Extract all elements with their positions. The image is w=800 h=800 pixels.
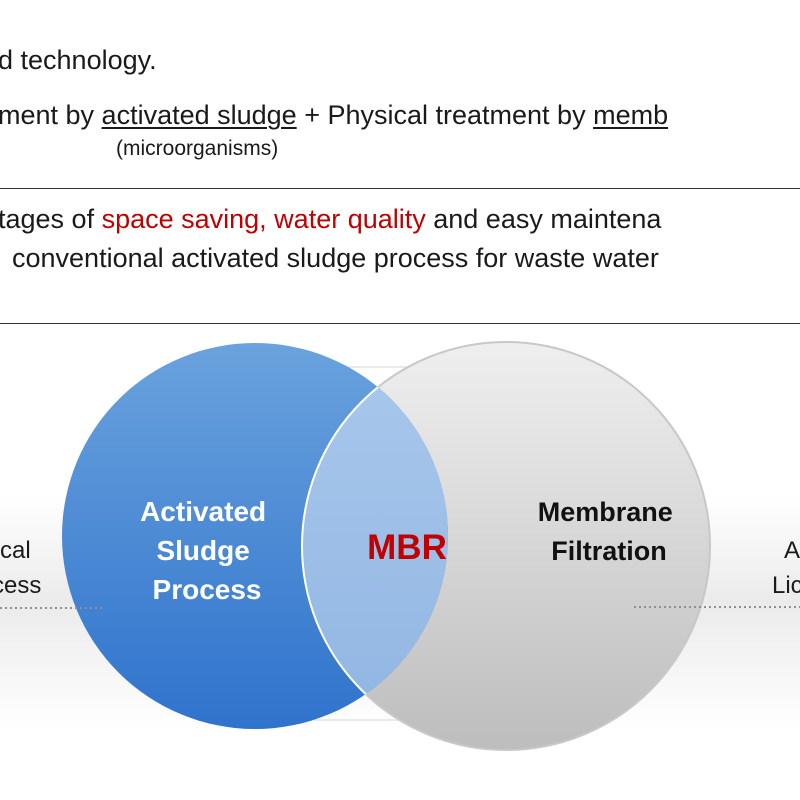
advantages-line-2: conventional activated sludge process fo… xyxy=(12,242,659,274)
left-label-line-2: Sludge xyxy=(156,535,249,566)
advantages-highlight: space saving, water quality xyxy=(101,204,426,234)
left-label-line-3: Process xyxy=(153,574,262,605)
top-divider xyxy=(0,188,800,189)
mbr-venn-diagram: Activated Sludge Process MBR Membrane Fi… xyxy=(0,341,800,751)
advantages-line-1-part-c: and easy maintena xyxy=(425,204,662,234)
mbr-overlap xyxy=(302,343,448,729)
overlap-outline xyxy=(301,343,448,729)
left-label-line-1: Activated xyxy=(140,496,266,527)
right-side-line-1: A xyxy=(784,537,800,564)
activated-sludge-label: Activated Sludge Process xyxy=(140,496,274,605)
intro-line-2: ment by activated sludge + Physical trea… xyxy=(0,99,668,131)
intro-line-2-part-c: + Physical treatment by xyxy=(296,100,594,130)
microorganisms-note: (microorganisms) xyxy=(116,137,279,160)
intro-line-1: d technology. xyxy=(0,45,157,75)
membrane-term: memb xyxy=(593,100,669,130)
right-side-line-2: Lic xyxy=(772,572,800,599)
right-label-line-2: Filtration xyxy=(551,536,667,566)
right-side-label: A Lic xyxy=(772,537,800,599)
left-side-line-1: cal xyxy=(0,537,31,564)
activated-sludge-term: activated sludge xyxy=(101,100,297,130)
right-label-line-1: Membrane xyxy=(538,497,673,527)
intro-line-2-part-a: ment by xyxy=(0,100,102,130)
advantages-line-1: tages of space saving, water quality and… xyxy=(0,203,661,235)
bottom-divider xyxy=(0,323,800,324)
left-side-label: cal cess xyxy=(0,537,41,599)
advantages-line-2-text: conventional activated sludge process fo… xyxy=(12,243,659,273)
membrane-filtration-label: Membrane Filtration xyxy=(538,497,681,566)
left-side-line-2: cess xyxy=(0,572,41,599)
advantages-line-1-part-a: tages of xyxy=(0,204,102,234)
mbr-label: MBR xyxy=(367,528,447,567)
